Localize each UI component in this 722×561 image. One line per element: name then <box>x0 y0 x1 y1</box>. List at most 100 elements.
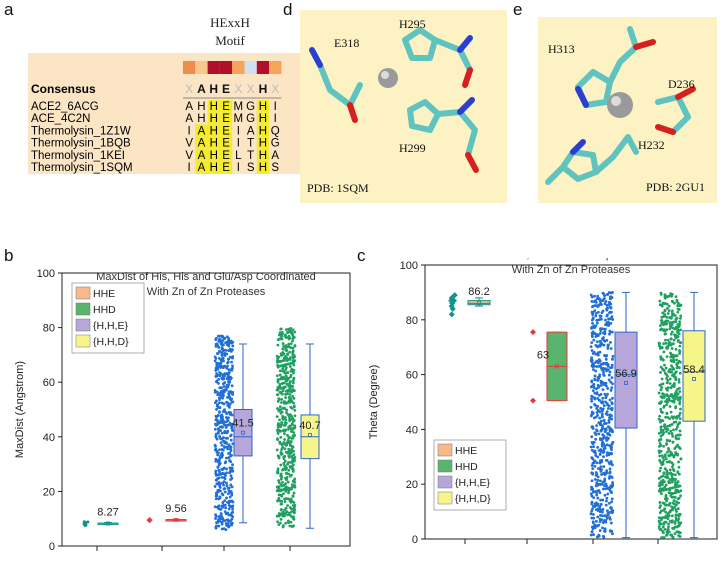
data-point <box>671 535 675 539</box>
residue-highlight <box>219 136 233 149</box>
data-point <box>607 476 611 480</box>
data-point <box>598 529 602 532</box>
data-point <box>597 398 601 402</box>
data-point <box>290 332 294 335</box>
data-point <box>278 333 281 337</box>
y-tick-label: 80 <box>43 323 55 335</box>
data-point <box>676 507 680 511</box>
data-point <box>668 377 672 381</box>
data-point <box>217 515 221 519</box>
data-point <box>670 359 674 363</box>
data-point <box>677 366 681 370</box>
data-point <box>596 379 600 382</box>
data-point <box>604 384 608 388</box>
data-point <box>594 299 597 302</box>
data-point <box>227 390 231 394</box>
data-point <box>214 368 218 372</box>
data-point <box>596 310 600 314</box>
data-point <box>451 292 458 299</box>
data-point <box>601 291 605 295</box>
consensus-residue: A <box>197 82 206 96</box>
mean-marker <box>106 521 110 526</box>
data-point <box>217 524 221 528</box>
data-point <box>289 384 292 388</box>
data-point <box>276 385 280 389</box>
data-point <box>660 315 664 319</box>
residue-highlight <box>195 124 208 137</box>
data-point <box>224 388 227 392</box>
data-point <box>678 344 682 348</box>
data-point <box>669 321 673 325</box>
data-point <box>219 437 222 440</box>
data-point <box>146 517 153 524</box>
data-point <box>664 415 668 419</box>
data-point <box>663 520 667 524</box>
data-point <box>671 396 675 399</box>
data-point <box>610 315 614 319</box>
residue-highlight <box>256 124 270 137</box>
data-point <box>280 398 284 401</box>
data-point <box>290 450 294 454</box>
data-point <box>285 382 289 386</box>
data-point <box>666 312 670 315</box>
data-point <box>672 373 676 377</box>
data-point <box>287 454 291 458</box>
data-point <box>292 376 296 380</box>
data-point <box>603 354 606 357</box>
data-point <box>220 352 224 356</box>
data-point <box>609 340 612 344</box>
y-axis-label: MaxDist (Angstrom) <box>14 361 26 458</box>
data-point <box>278 521 282 525</box>
data-point <box>602 434 606 438</box>
data-point <box>277 489 280 493</box>
data-point <box>676 497 680 501</box>
data-point <box>231 400 235 404</box>
data-point <box>284 333 287 337</box>
data-point <box>674 333 678 337</box>
data-point <box>607 324 611 327</box>
data-point <box>663 395 666 399</box>
data-point <box>289 373 293 377</box>
data-point <box>679 521 683 525</box>
data-point <box>663 485 667 489</box>
data-point <box>284 450 288 454</box>
sequence-residue: A <box>247 125 255 137</box>
legend-label: {H,H,D} <box>455 493 491 505</box>
data-point <box>658 501 662 504</box>
data-point <box>220 447 224 451</box>
data-point <box>609 380 613 384</box>
sequence-residue: A <box>198 162 206 174</box>
data-point <box>611 430 615 434</box>
data-point <box>287 427 290 431</box>
data-point <box>676 339 680 343</box>
data-point <box>223 490 227 494</box>
data-point <box>667 447 670 450</box>
data-point <box>215 365 219 369</box>
data-point <box>607 486 611 490</box>
panel-letter-d: d <box>283 0 293 19</box>
data-point <box>230 349 233 353</box>
data-point <box>675 395 678 399</box>
data-point <box>276 520 279 524</box>
data-point <box>288 419 292 423</box>
data-point <box>599 384 603 387</box>
y-tick-label: 40 <box>406 424 418 436</box>
data-point <box>218 362 222 366</box>
residue-highlight <box>256 161 270 173</box>
data-point <box>591 467 595 471</box>
data-point <box>607 461 611 465</box>
data-point <box>215 363 219 367</box>
residue-label-e318: E318 <box>334 36 360 50</box>
data-point <box>284 393 287 396</box>
data-point <box>657 525 661 528</box>
data-point <box>674 378 678 382</box>
data-point <box>217 377 221 381</box>
data-point <box>215 372 218 375</box>
data-point <box>595 491 598 495</box>
data-point <box>595 340 599 344</box>
data-point <box>277 481 281 485</box>
data-point <box>223 423 227 427</box>
data-point <box>220 471 224 475</box>
data-point <box>449 305 456 312</box>
